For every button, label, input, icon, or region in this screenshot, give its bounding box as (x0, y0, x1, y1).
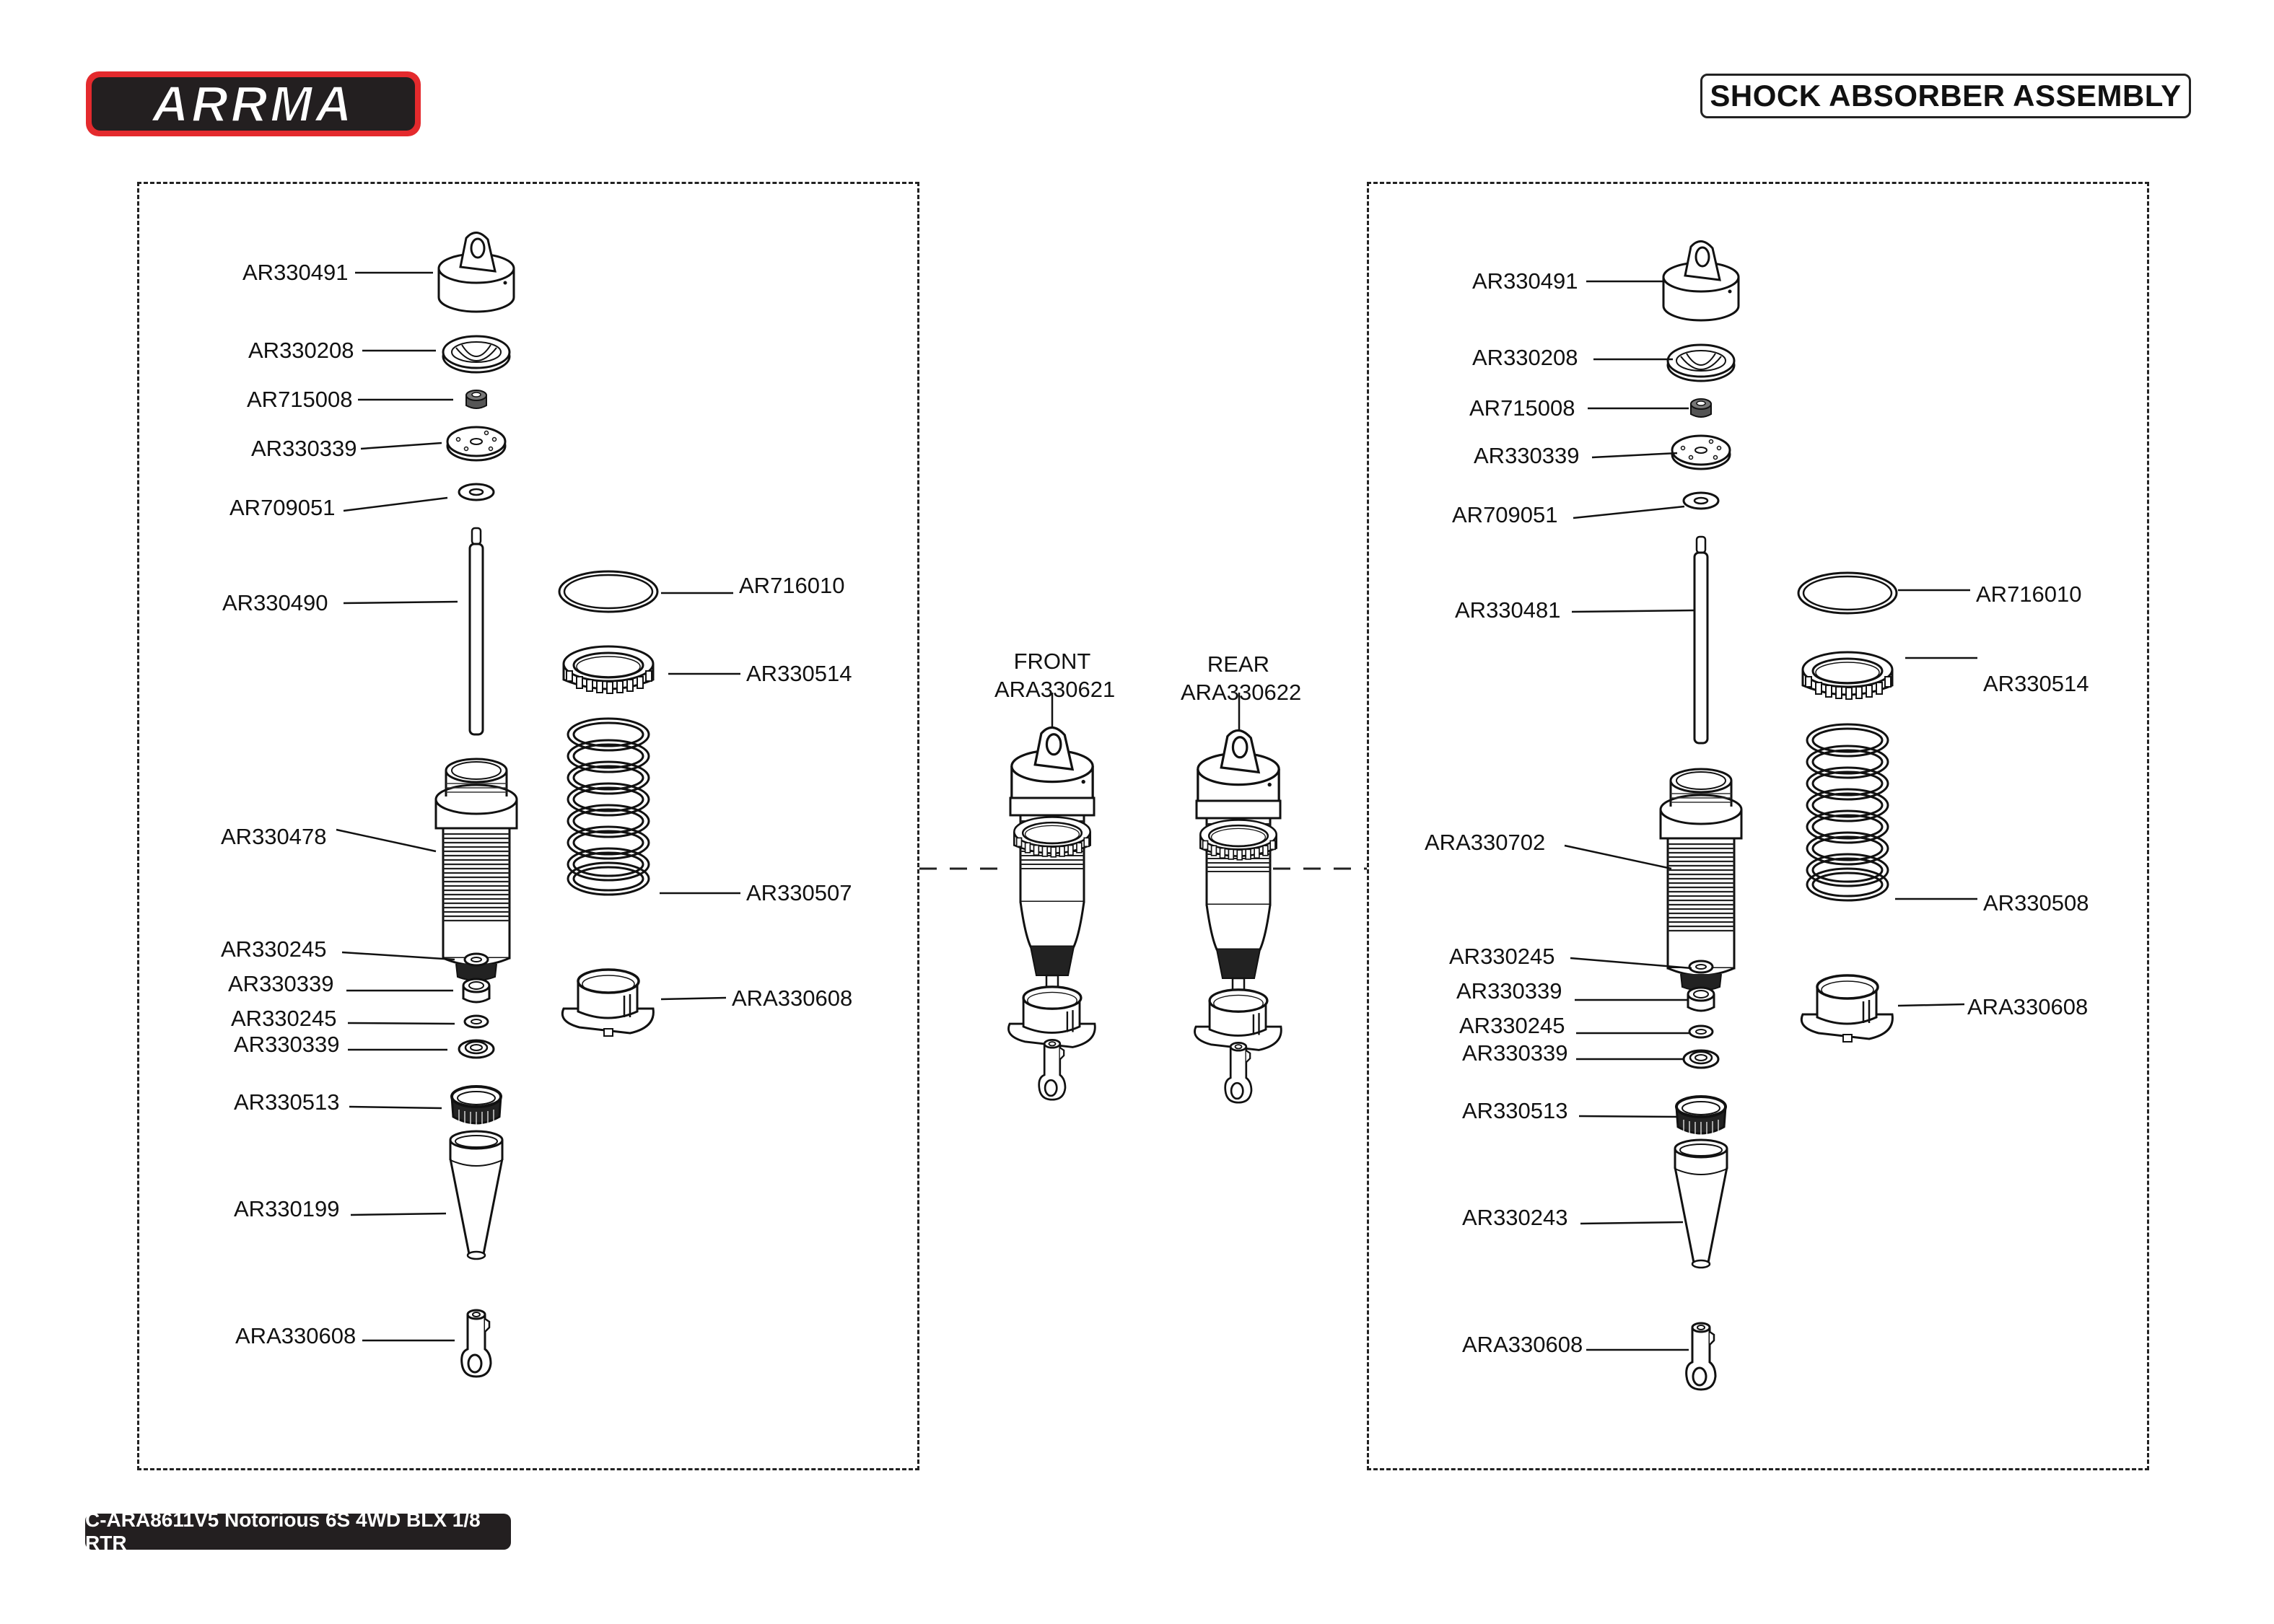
front-part-number: ARA330621 (994, 676, 1116, 702)
part-label: ARA330608 (732, 986, 853, 1011)
part-label: ARA330608 (1967, 994, 2089, 1019)
part-label: AR330339 (234, 1032, 340, 1057)
part-label: AR330513 (1462, 1098, 1568, 1123)
part-label: AR330208 (1472, 345, 1578, 370)
part-label: AR716010 (1976, 581, 2082, 607)
part-label: AR330514 (1983, 671, 2089, 696)
part-label: AR330245 (1459, 1013, 1565, 1038)
part-label: ARA330608 (1462, 1332, 1583, 1357)
part-label: AR330507 (746, 880, 852, 905)
part-label: AR330339 (1462, 1040, 1568, 1066)
part-label: AR330508 (1983, 890, 2089, 916)
part-label: AR330478 (221, 824, 327, 849)
part-label: ARA330702 (1425, 830, 1546, 855)
part-label: AR715008 (247, 387, 353, 412)
part-label: AR330339 (251, 436, 357, 461)
part-label: AR330243 (1462, 1205, 1568, 1230)
part-label: AR330245 (231, 1006, 337, 1031)
part-label: AR330339 (1474, 443, 1580, 468)
left-assembly-panel (137, 182, 919, 1470)
part-label: AR330490 (222, 590, 328, 615)
front-assembly-label: FRONT ARA330621 (994, 648, 1116, 704)
part-label: AR330208 (248, 338, 354, 363)
part-label: AR330339 (1456, 978, 1562, 1004)
model-footer: C-ARA8611V5 Notorious 6S 4WD BLX 1/8 RTR (85, 1509, 511, 1554)
rear-part-number: ARA330622 (1181, 679, 1302, 705)
right-assembly-panel (1367, 182, 2149, 1470)
part-label: AR330513 (234, 1089, 340, 1115)
part-label: AR330245 (1449, 944, 1555, 969)
part-label: AR330491 (1472, 268, 1578, 294)
part-label: ARA330608 (235, 1323, 357, 1348)
rear-assembly-label: REAR ARA330622 (1181, 651, 1302, 707)
brand-text: ARRMA (151, 76, 355, 132)
part-label: AR330514 (746, 661, 852, 686)
part-label: AR330199 (234, 1196, 340, 1221)
part-label: AR330245 (221, 936, 327, 962)
part-label: AR330481 (1455, 597, 1561, 623)
page-title: SHOCK ABSORBER ASSEMBLY (1700, 74, 2191, 118)
rear-label: REAR (1207, 651, 1270, 677)
part-label: AR330339 (228, 971, 334, 996)
part-label: AR709051 (1452, 502, 1558, 527)
part-label: AR715008 (1469, 395, 1575, 421)
arrma-logo: ARRMA (84, 69, 423, 139)
part-label: AR330491 (242, 260, 349, 285)
front-label: FRONT (1013, 649, 1091, 674)
part-label: AR716010 (739, 573, 845, 598)
part-label: AR709051 (229, 495, 336, 520)
